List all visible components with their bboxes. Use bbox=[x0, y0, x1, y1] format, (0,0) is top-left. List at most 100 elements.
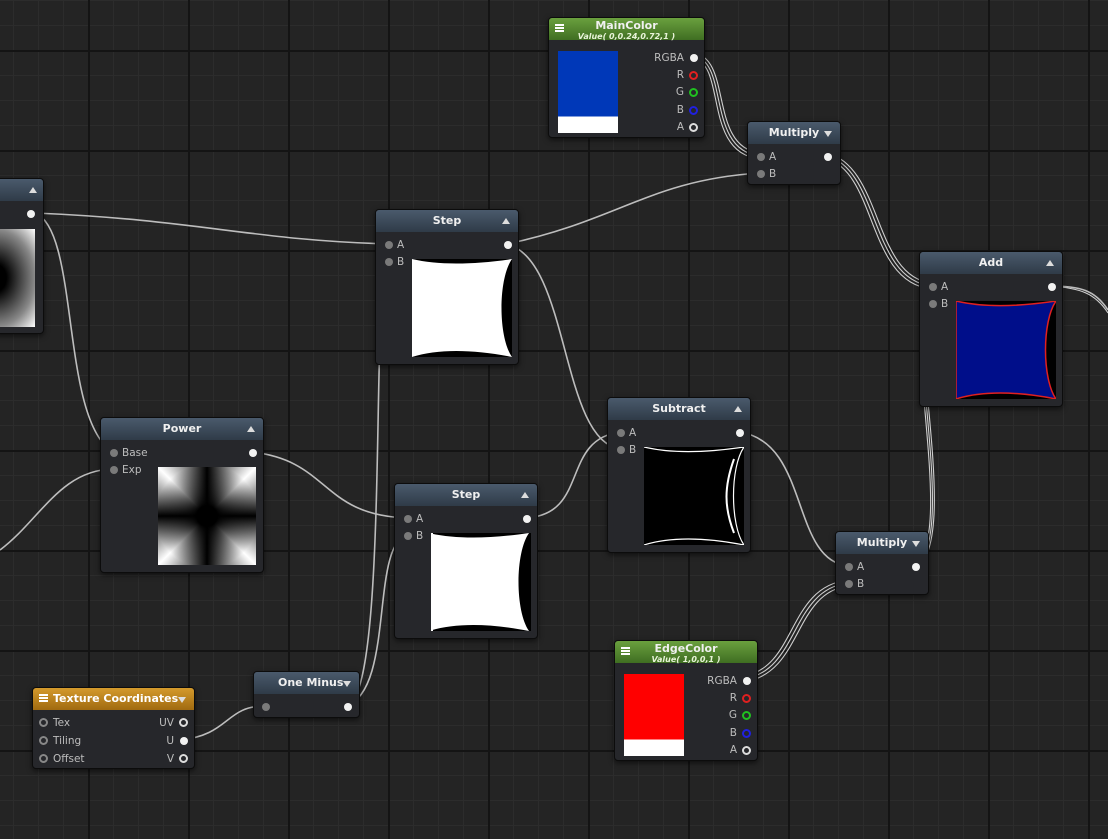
output-port-uv[interactable] bbox=[179, 718, 188, 727]
output-port-a[interactable] bbox=[742, 746, 751, 755]
input-port-a[interactable] bbox=[385, 241, 393, 249]
port-label-offset: Offset bbox=[53, 753, 85, 765]
node-header[interactable]: Power bbox=[101, 418, 263, 440]
output-port-g[interactable] bbox=[689, 88, 698, 97]
port-r: R bbox=[676, 69, 684, 81]
input-port-b[interactable] bbox=[617, 446, 625, 454]
output-port-rgba[interactable] bbox=[690, 54, 698, 62]
input-port[interactable] bbox=[262, 703, 270, 711]
input-port-b[interactable] bbox=[385, 258, 393, 266]
node-main-color[interactable]: MainColor Value( 0,0.24,0.72,1 ) RGBA R … bbox=[548, 17, 705, 138]
node-add[interactable]: Add A B bbox=[919, 251, 1063, 407]
menu-icon[interactable] bbox=[39, 694, 48, 702]
input-port-exp[interactable] bbox=[110, 466, 118, 474]
menu-icon[interactable] bbox=[621, 647, 630, 655]
node-header[interactable] bbox=[0, 179, 43, 201]
input-port-base[interactable] bbox=[110, 449, 118, 457]
node-left-partial[interactable] bbox=[0, 178, 44, 334]
color-swatch bbox=[624, 674, 684, 756]
node-one-minus[interactable]: One Minus bbox=[253, 671, 360, 718]
wire-subtract-to-multiply-a bbox=[737, 431, 849, 567]
wire-step-to-subtract-a bbox=[524, 431, 621, 519]
output-port-rgba[interactable] bbox=[743, 677, 751, 685]
input-port-a[interactable] bbox=[757, 153, 765, 161]
node-multiply-bottom[interactable]: Multiply A B bbox=[835, 531, 929, 595]
node-step-top[interactable]: Step A B bbox=[375, 209, 519, 365]
node-header[interactable]: MainColor Value( 0,0.24,0.72,1 ) bbox=[549, 18, 704, 41]
node-header[interactable]: Multiply bbox=[748, 122, 840, 144]
input-port-a[interactable] bbox=[404, 515, 412, 523]
preview-vignette bbox=[158, 467, 256, 565]
collapse-arrow-icon[interactable] bbox=[734, 406, 742, 412]
port-label-a: A bbox=[769, 151, 777, 163]
node-header[interactable]: Multiply bbox=[836, 532, 928, 554]
port-g: G bbox=[675, 86, 684, 98]
node-texture-coordinates[interactable]: Texture Coordinates Tex Tiling Offset UV… bbox=[32, 687, 195, 769]
output-port-r[interactable] bbox=[689, 71, 698, 80]
menu-icon[interactable] bbox=[555, 24, 564, 32]
node-header[interactable]: One Minus bbox=[254, 672, 359, 694]
port-label-base: Base bbox=[122, 447, 148, 459]
dropdown-arrow-icon[interactable] bbox=[912, 541, 920, 547]
output-port[interactable] bbox=[523, 515, 531, 523]
collapse-arrow-icon[interactable] bbox=[502, 218, 510, 224]
preview-image bbox=[412, 259, 512, 357]
node-subtitle: Value( 0,0.24,0.72,1 ) bbox=[577, 32, 676, 41]
output-port-g[interactable] bbox=[742, 711, 751, 720]
node-title: Multiply bbox=[856, 536, 908, 549]
node-header[interactable]: Step bbox=[395, 484, 537, 506]
node-title: Add bbox=[978, 256, 1004, 269]
port-a: A bbox=[676, 121, 684, 133]
output-port[interactable] bbox=[249, 449, 257, 457]
dropdown-arrow-icon[interactable] bbox=[178, 697, 186, 703]
output-port[interactable] bbox=[27, 210, 35, 218]
output-port[interactable] bbox=[504, 241, 512, 249]
port-g: G bbox=[728, 709, 737, 721]
input-port-a[interactable] bbox=[617, 429, 625, 437]
port-label-a: A bbox=[857, 561, 865, 573]
dropdown-arrow-icon[interactable] bbox=[343, 681, 351, 687]
node-header[interactable]: Step bbox=[376, 210, 518, 232]
input-port-tex[interactable] bbox=[39, 718, 48, 727]
input-port-b[interactable] bbox=[929, 300, 937, 308]
node-edge-color[interactable]: EdgeColor Value( 1,0,0,1 ) RGBA R G B A bbox=[614, 640, 758, 761]
input-port-tiling[interactable] bbox=[39, 736, 48, 745]
output-port[interactable] bbox=[1048, 283, 1056, 291]
node-step-bottom[interactable]: Step A B bbox=[394, 483, 538, 639]
node-header[interactable]: Texture Coordinates bbox=[33, 688, 194, 710]
node-header[interactable]: EdgeColor Value( 1,0,0,1 ) bbox=[615, 641, 757, 664]
node-power[interactable]: Power Base Exp bbox=[100, 417, 264, 573]
port-label-b: B bbox=[857, 578, 865, 590]
input-port-offset[interactable] bbox=[39, 754, 48, 763]
port-label-b: B bbox=[397, 256, 405, 268]
input-port-a[interactable] bbox=[845, 563, 853, 571]
output-port-u[interactable] bbox=[180, 737, 188, 745]
output-port-a[interactable] bbox=[689, 123, 698, 132]
input-port-a[interactable] bbox=[929, 283, 937, 291]
preview-image bbox=[644, 447, 744, 545]
node-header[interactable]: Add bbox=[920, 252, 1062, 274]
port-label-b: B bbox=[769, 168, 777, 180]
node-multiply-top[interactable]: Multiply A B bbox=[747, 121, 841, 185]
collapse-arrow-icon[interactable] bbox=[521, 492, 529, 498]
input-port-b[interactable] bbox=[845, 580, 853, 588]
output-port-b[interactable] bbox=[742, 729, 751, 738]
collapse-arrow-icon[interactable] bbox=[247, 426, 255, 432]
output-port-r[interactable] bbox=[742, 694, 751, 703]
dropdown-arrow-icon[interactable] bbox=[824, 131, 832, 137]
output-port-v[interactable] bbox=[179, 754, 188, 763]
collapse-arrow-icon[interactable] bbox=[29, 187, 37, 193]
output-port[interactable] bbox=[824, 153, 832, 161]
port-b: B bbox=[729, 727, 737, 739]
output-port[interactable] bbox=[344, 703, 352, 711]
output-port[interactable] bbox=[736, 429, 744, 437]
input-port-b[interactable] bbox=[757, 170, 765, 178]
output-port-b[interactable] bbox=[689, 106, 698, 115]
node-header[interactable]: Subtract bbox=[608, 398, 750, 420]
wire-step-to-subtract-b bbox=[506, 243, 621, 450]
node-title: Subtract bbox=[652, 402, 706, 415]
input-port-b[interactable] bbox=[404, 532, 412, 540]
node-subtract[interactable]: Subtract A B bbox=[607, 397, 751, 553]
output-port[interactable] bbox=[912, 563, 920, 571]
collapse-arrow-icon[interactable] bbox=[1046, 260, 1054, 266]
